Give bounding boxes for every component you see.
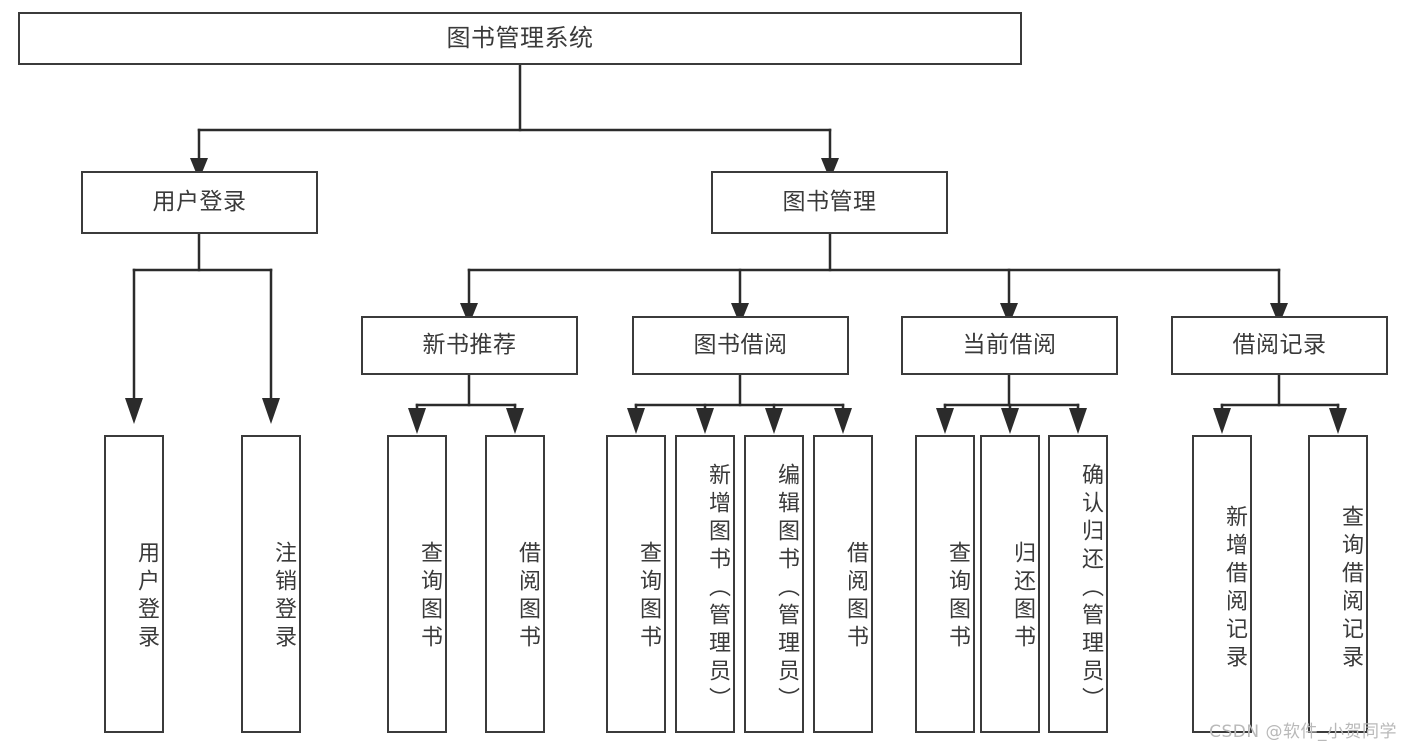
node-leaf-query-book-1[interactable]: 查询图书 <box>387 435 447 733</box>
node-leaf-user-login[interactable]: 用户登录 <box>104 435 164 733</box>
watermark-csdn: CSDN @软件_小贺同学 <box>1209 722 1397 742</box>
node-label: 借阅记录 <box>1232 331 1327 358</box>
node-leaf-borrow-book-1[interactable]: 借阅图书 <box>485 435 545 733</box>
node-label: 借阅图书 <box>515 541 540 653</box>
node-label: 查询图书 <box>636 541 661 653</box>
node-book-borrow[interactable]: 图书借阅 <box>632 316 849 375</box>
node-label: 查询借阅记录 <box>1338 505 1363 673</box>
node-leaf-query-book-2[interactable]: 查询图书 <box>606 435 666 733</box>
node-leaf-query-record[interactable]: 查询借阅记录 <box>1308 435 1368 733</box>
node-label: 新书推荐 <box>422 331 517 358</box>
node-label: 注销登录 <box>271 541 296 653</box>
node-label: 归还图书 <box>1010 541 1035 653</box>
node-label: 图书管理系统 <box>446 24 594 53</box>
node-leaf-logout[interactable]: 注销登录 <box>241 435 301 733</box>
node-label: 当前借阅 <box>962 331 1057 358</box>
node-label: 查询图书 <box>417 541 442 653</box>
node-root-book-management-system[interactable]: 图书管理系统 <box>18 12 1022 65</box>
node-label: 新增借阅记录 <box>1222 505 1247 673</box>
node-current-borrow[interactable]: 当前借阅 <box>901 316 1118 375</box>
node-label: 查询图书 <box>945 541 970 653</box>
node-leaf-borrow-book-2[interactable]: 借阅图书 <box>813 435 873 733</box>
node-user-login[interactable]: 用户登录 <box>81 171 318 234</box>
node-leaf-add-book[interactable]: 新增图书（管理员） <box>675 435 735 733</box>
node-label: 确认归还（管理员） <box>1078 463 1103 715</box>
node-label: 用户登录 <box>134 541 159 653</box>
node-book-manage[interactable]: 图书管理 <box>711 171 948 234</box>
node-borrow-record[interactable]: 借阅记录 <box>1171 316 1388 375</box>
node-leaf-edit-book[interactable]: 编辑图书（管理员） <box>744 435 804 733</box>
node-leaf-add-record[interactable]: 新增借阅记录 <box>1192 435 1252 733</box>
node-label: 用户登录 <box>152 188 247 215</box>
node-label: 图书管理 <box>782 188 877 215</box>
node-label: 图书借阅 <box>693 331 788 358</box>
node-label: 新增图书（管理员） <box>705 463 730 715</box>
node-label: 借阅图书 <box>843 541 868 653</box>
node-leaf-query-book-3[interactable]: 查询图书 <box>915 435 975 733</box>
node-leaf-return-book[interactable]: 归还图书 <box>980 435 1040 733</box>
node-leaf-confirm-return[interactable]: 确认归还（管理员） <box>1048 435 1108 733</box>
node-new-book-recommend[interactable]: 新书推荐 <box>361 316 578 375</box>
node-label: 编辑图书（管理员） <box>774 463 799 715</box>
